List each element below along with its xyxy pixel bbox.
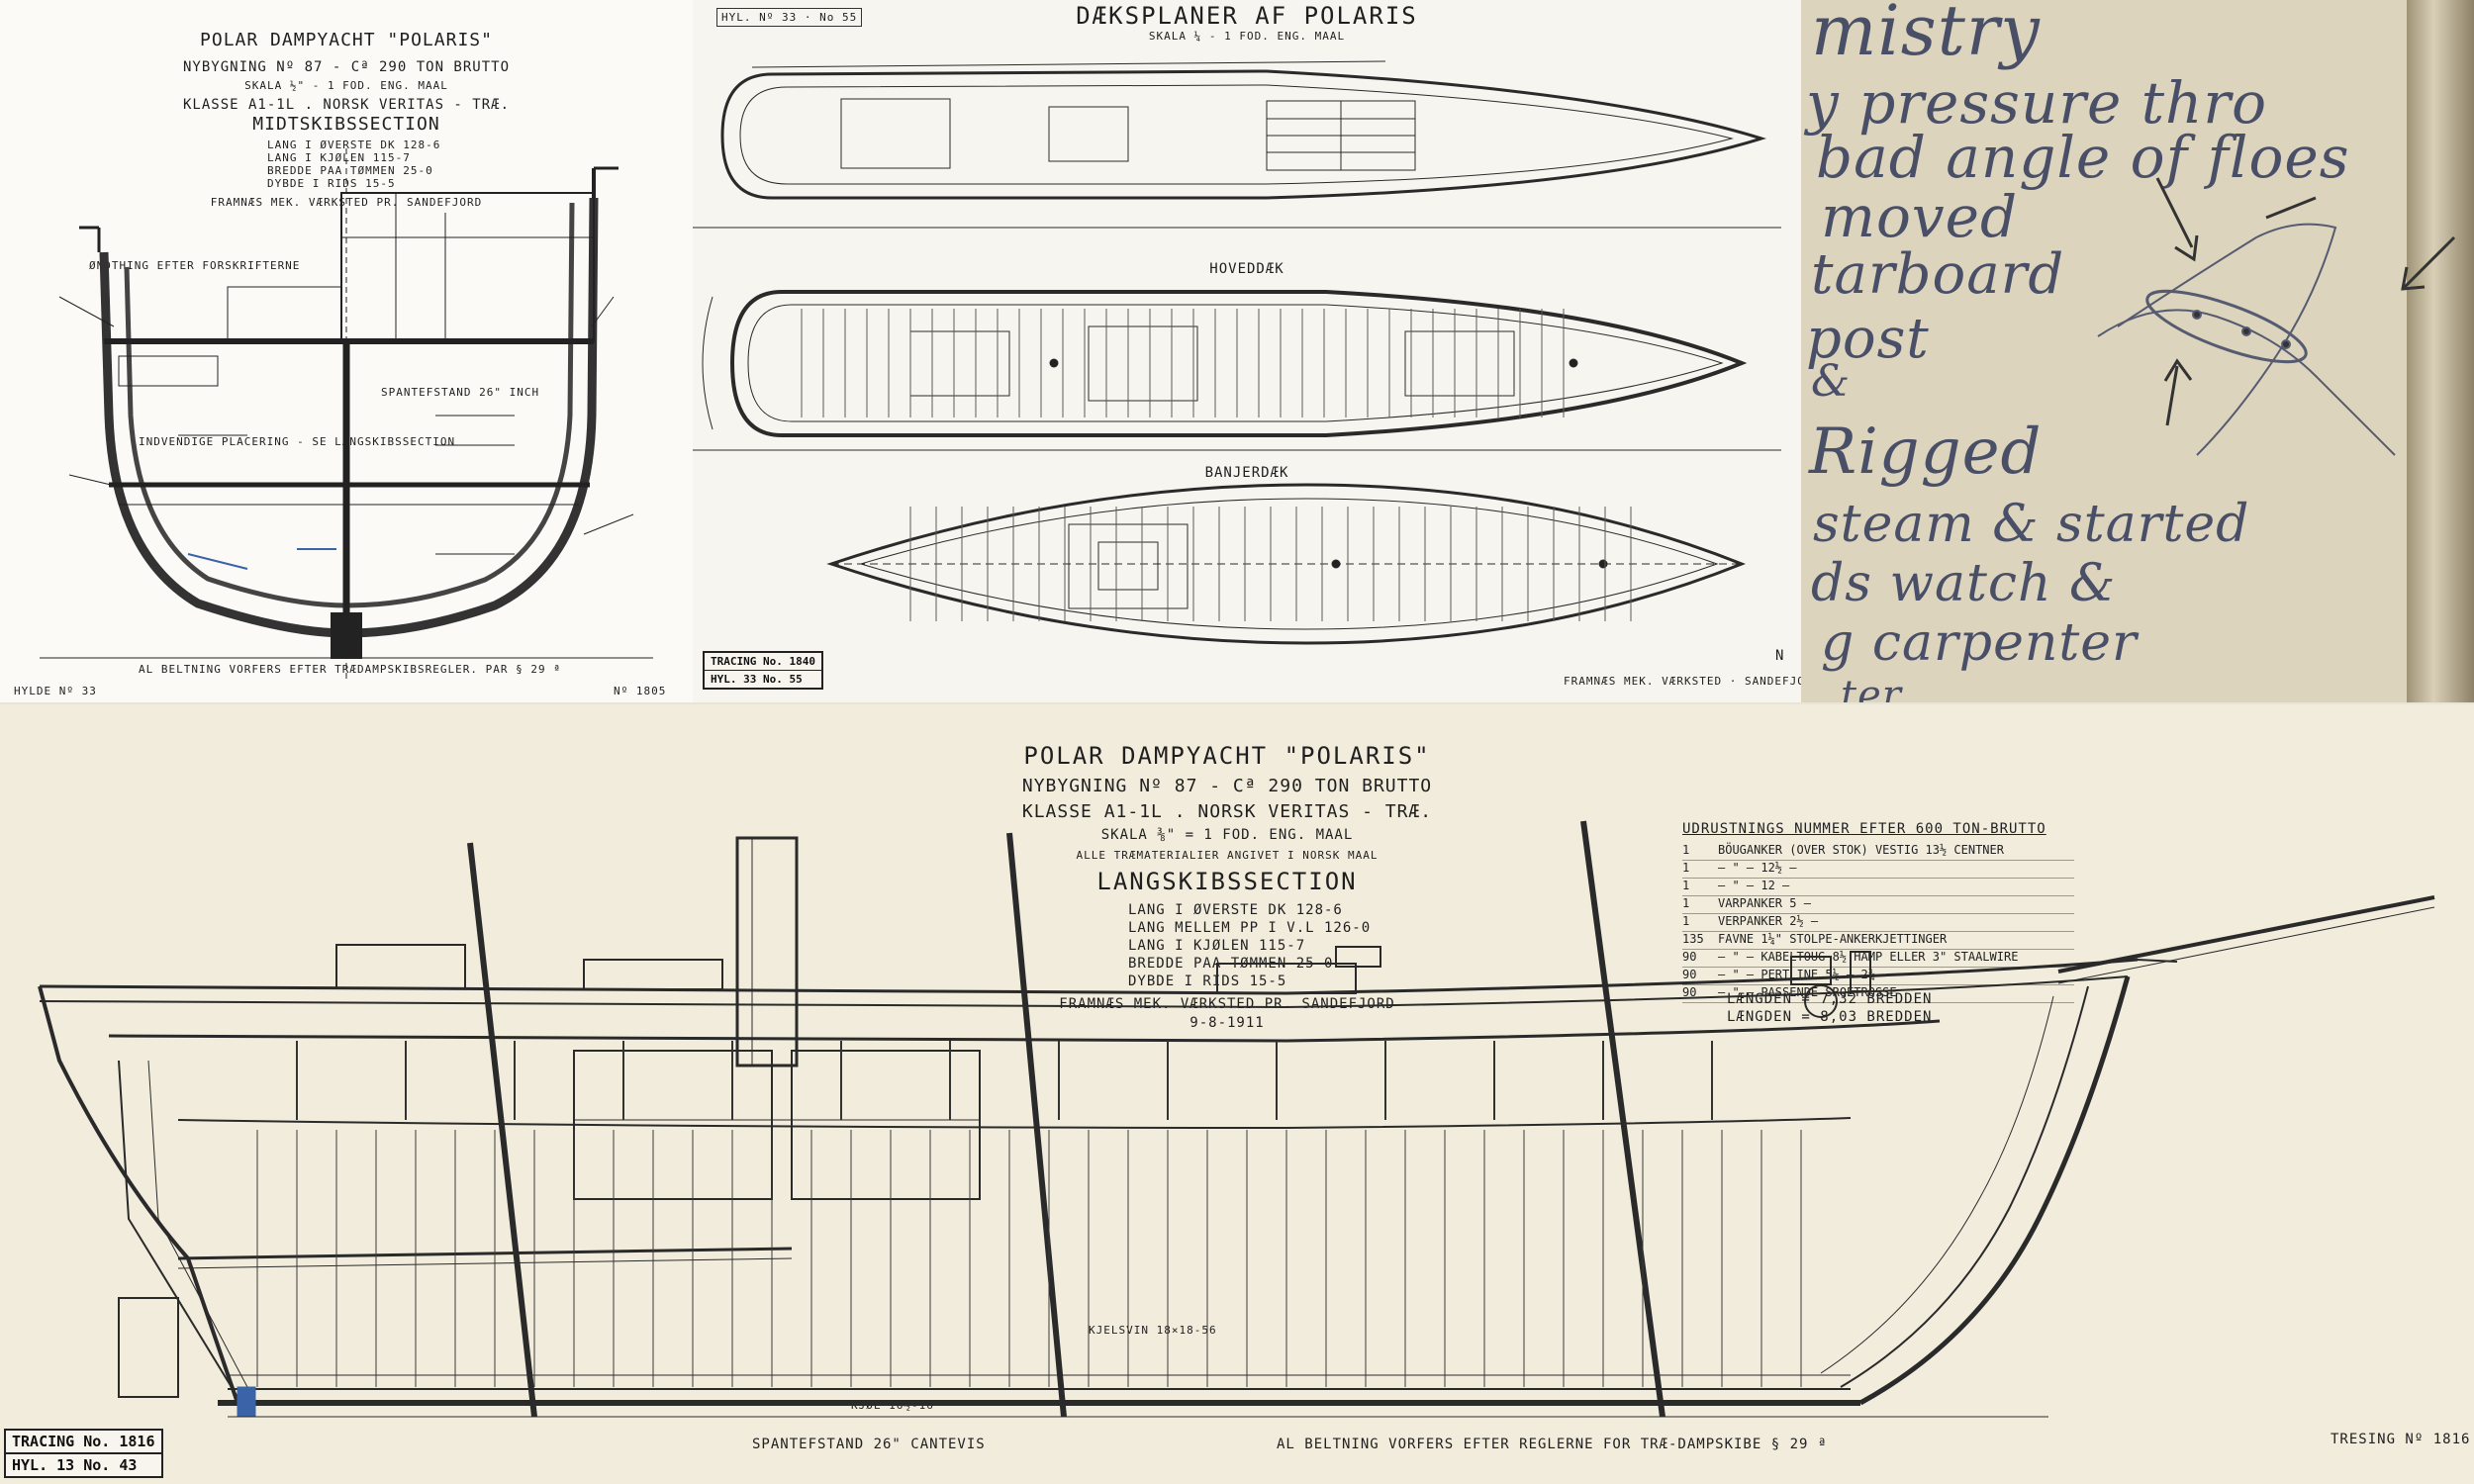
equipment-item: VERPANKER 2½ —: [1718, 914, 1819, 928]
midship-section-heading: MIDTSKIBSSECTION: [252, 114, 440, 135]
equipment-item: VARPANKER 5 —: [1718, 896, 1811, 910]
midship-dim-2: LANG I KJØLEN 115-7: [267, 151, 411, 164]
long-tracing-stamp: TRACING No. 1816 HYL. 13 No. 43: [4, 1429, 163, 1478]
note-line-2: y pressure thro: [1806, 69, 2268, 137]
note-line-6: post: [1806, 307, 1930, 371]
equipment-row: 1 BÖUGANKER (OVER STOK) VESTIG 13½ CENTNE…: [1682, 843, 2074, 861]
note-line-9: steam & started: [1813, 495, 2250, 554]
long-footer: AL BELTNING VORFERS EFTER REGLERNE FOR T…: [1277, 1437, 1828, 1452]
tresing-number: TRESING Nº 1816: [2331, 1432, 2471, 1447]
note-line-11: g carpenter: [1821, 613, 2138, 673]
midship-corner-right: Nº 1805: [614, 685, 667, 697]
note-line-10: ds watch &: [1811, 554, 2117, 613]
long-title: POLAR DAMPYACHT "POLARIS": [1023, 742, 1431, 770]
midship-hull-section: [40, 148, 653, 683]
midship-footer: AL BELTNING VORFERS EFTER TRÆDAMPSKIBSRE…: [139, 663, 561, 676]
equipment-qty: 90: [1682, 950, 1697, 964]
midship-dim-1: LANG I ØVERSTE DK 128-6: [267, 139, 441, 151]
long-builder-date: 9-8-1911: [1189, 1015, 1265, 1031]
long-label-kjelsvin: KJELSVIN 18×18-56: [1089, 1324, 1217, 1337]
equipment-item: FAVNE 1¼" STOLPE-ANKERKJETTINGER: [1718, 932, 1948, 946]
note-line-5: tarboard: [1811, 242, 2065, 307]
deck-top-stamp: HYL. Nº 33 · No 55: [716, 8, 863, 27]
equipment-row: 1 VARPANKER 5 —: [1682, 896, 2074, 914]
deck-plans-title: DÆKSPLANER AF POLARIS: [1076, 2, 1418, 30]
long-hyl-number: HYL. 13 No. 43: [6, 1452, 161, 1476]
length-note-2: LÆNGDEN = 8,03 BREDDEN: [1727, 1009, 1933, 1025]
midship-subtitle: NYBYGNING Nº 87 - Cª 290 TON BRUTTO: [182, 59, 511, 75]
equipment-title: UDRUSTNINGS NUMMER EFTER 600 TON-BRUTTO: [1682, 821, 2046, 837]
equipment-row: 1 VERPANKER 2½ —: [1682, 914, 2074, 932]
note-line-12: ter: [1841, 673, 1902, 702]
banjerdaek-label: BANJERDÆK: [1204, 465, 1289, 481]
handwritten-notebook-page: mistry y pressure thro bad angle of floe…: [1801, 0, 2474, 702]
long-class: KLASSE A1-1L . NORSK VERITAS - TRÆ.: [1021, 801, 1433, 822]
equipment-qty: 90: [1682, 968, 1697, 981]
equipment-item: — " — 12 —: [1718, 879, 1790, 892]
equipment-qty: 1: [1682, 861, 1690, 875]
deck-tracing-number: TRACING No. 1840: [711, 655, 815, 668]
long-dim-2: LANG MELLEM PP I V.L 126-0: [1128, 920, 1372, 936]
note-line-4: moved: [1821, 183, 2019, 250]
midship-corner-left: HYLDE Nº 33: [14, 685, 97, 697]
long-scale: SKALA ⅜" = 1 FOD. ENG. MAAL: [1100, 827, 1354, 843]
notebook-binding: [2407, 0, 2474, 702]
midship-section-drawing: POLAR DAMPYACHT "POLARIS" NYBYGNING Nº 8…: [0, 0, 693, 702]
equipment-item: BÖUGANKER (OVER STOK) VESTIG 13½ CENTNER: [1718, 843, 2004, 857]
deck-tracing-stamp: TRACING No. 1840 HYL. 33 No. 55: [703, 651, 823, 690]
note-line-8: Rigged: [1809, 416, 2043, 489]
note-line-3: bad angle of floes: [1816, 124, 2350, 191]
hoveddaek-label: HOVEDDÆK: [1209, 261, 1285, 277]
long-dim-5: DYBDE I RIDS 15-5: [1128, 974, 1287, 989]
deck-plans-drawing: DÆKSPLANER AF POLARIS SKALA ¼ - 1 FOD. E…: [693, 0, 1801, 702]
midship-title: POLAR DAMPYACHT "POLARIS": [200, 30, 493, 50]
midship-label-frames: SPANTEFSTAND 26" INCH: [381, 386, 540, 399]
note-line-1: mistry: [1811, 0, 2041, 71]
equipment-row: 135 FAVNE 1¼" STOLPE-ANKERKJETTINGER: [1682, 932, 2074, 950]
note-line-7: &: [1811, 356, 1852, 407]
long-tracing-number: TRACING No. 1816: [12, 1433, 155, 1450]
long-builder: FRAMNÆS MEK. VÆRKSTED PR. SANDEFJORD: [1059, 996, 1395, 1012]
midship-class: KLASSE A1-1L . NORSK VERITAS - TRÆ.: [182, 97, 511, 113]
longitudinal-section-drawing: POLAR DAMPYACHT "POLARIS" NYBYGNING Nº 8…: [0, 704, 2474, 1484]
midship-label-forskrift: ØNDTHING EFTER FORSKRIFTERNE: [89, 259, 301, 272]
midship-builder: FRAMNÆS MEK. VÆRKSTED PR. SANDEFJORD: [210, 196, 483, 209]
equipment-qty: 90: [1682, 985, 1697, 999]
deck-builder: FRAMNÆS MEK. VÆRKSTED · SANDEFJORD: [1564, 675, 1801, 688]
deck-plans-outlines: [693, 60, 1781, 645]
equipment-qty: 1: [1682, 843, 1690, 857]
equipment-row: 1 — " — 12½ —: [1682, 861, 2074, 879]
long-dim-1: LANG I ØVERSTE DK 128-6: [1128, 902, 1343, 918]
equipment-row: 1 — " — 12 —: [1682, 879, 2074, 896]
long-label-frames: SPANTEFSTAND 26" CANTEVIS: [752, 1437, 986, 1452]
equipment-row: 90 — " — KABELTOUG 8½ HAMP ELLER 3" STAAL…: [1682, 950, 2074, 968]
ice-floe-sketch: [2097, 177, 2456, 456]
equipment-qty: 1: [1682, 896, 1690, 910]
midship-scale: SKALA ½" - 1 FOD. ENG. MAAL: [244, 79, 448, 92]
equipment-qty: 1: [1682, 914, 1690, 928]
long-note-maal: ALLE TRÆMATERIALIER ANGIVET I NORSK MAAL: [1076, 849, 1379, 862]
long-section-heading: LANGSKIBSSECTION: [1096, 868, 1358, 895]
deck-mark: N: [1775, 648, 1785, 664]
midship-dim-4: DYBDE I RIDS 15-5: [267, 177, 396, 190]
long-subtitle: NYBYGNING Nº 87 - Cª 290 TON BRUTTO: [1021, 776, 1433, 796]
equipment-item: — " — 12½ —: [1718, 861, 1797, 875]
equipment-qty: 1: [1682, 879, 1690, 892]
long-dim-3: LANG I KJØLEN 115-7: [1128, 938, 1306, 954]
midship-label-ceiling: INDVENDIGE PLACERING - SE LANGSKIBSSECTI…: [139, 435, 456, 448]
deck-plans-scale: SKALA ¼ - 1 FOD. ENG. MAAL: [1148, 30, 1346, 43]
long-section-hull: [38, 820, 2435, 1418]
equipment-item: — " — KABELTOUG 8½ HAMP ELLER 3" STAALWI…: [1718, 950, 2019, 964]
equipment-qty: 135: [1682, 932, 1704, 946]
midship-dim-3: BREDDE PAA TØMMEN 25-0: [267, 164, 433, 177]
deck-hyl-number: HYL. 33 No. 55: [705, 670, 821, 688]
